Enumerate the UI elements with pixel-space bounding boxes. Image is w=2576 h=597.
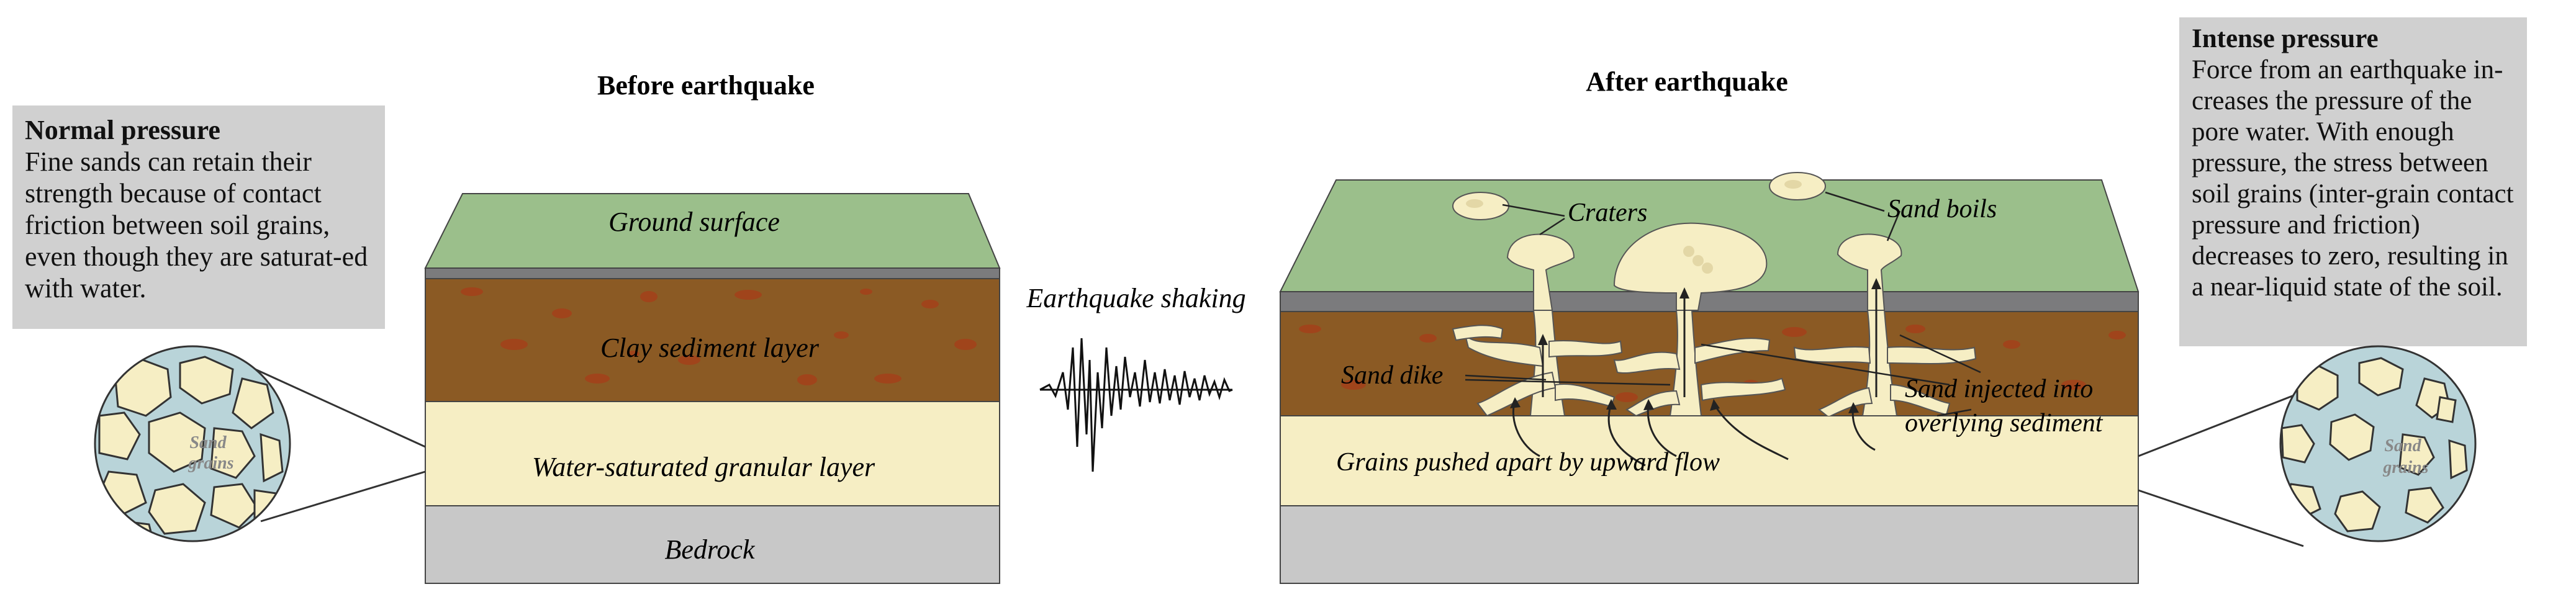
bedrock-label: Bedrock xyxy=(665,534,756,565)
sand-dikes xyxy=(1452,310,1977,416)
normal-pressure-text: Fine sands can retain their strength bec… xyxy=(25,146,368,303)
intense-pressure-heading: Intense pressure xyxy=(2192,24,2379,53)
normal-pressure-heading: Normal pressure xyxy=(25,115,220,145)
crater-centres xyxy=(1466,180,1802,274)
after-grey-strip xyxy=(1280,291,2139,312)
granular-layer xyxy=(425,401,1000,506)
before-block: Ground surface Clay sediment layer Water… xyxy=(424,193,1001,584)
sand-grains-label-left-2: grains xyxy=(188,454,233,473)
sand-grains-zoom-left: Sand grains xyxy=(94,345,291,542)
zoom-line-right-bottom xyxy=(2138,489,2304,547)
leader-lines xyxy=(1465,191,1981,417)
sand-dike-label: Sand dike xyxy=(1341,361,1443,390)
intense-pressure-text: Force from an earthquake in-creases the … xyxy=(2192,55,2514,302)
sand-grains-label-left-1: Sand xyxy=(189,433,227,452)
after-block: Craters Sand boils Sand dike Sand inject… xyxy=(1279,172,2140,584)
earthquake-shaking-label: Earthquake shaking xyxy=(1026,283,1245,313)
clay-layer-label: Clay sediment layer xyxy=(600,333,820,363)
sand-grains-zoom-right: Sand grains xyxy=(2279,345,2477,542)
sand-injected-label-2: overlying sediment xyxy=(1905,409,2104,438)
after-title: After earthquake xyxy=(1586,66,1787,97)
after-clay-spots xyxy=(1299,325,2126,402)
normal-pressure-box: Normal pressure Fine sands can retain th… xyxy=(12,105,385,329)
after-granular-layer xyxy=(1280,415,2139,506)
granular-layer-label: Water-saturated granular layer xyxy=(532,452,875,482)
zoom-line-left-top xyxy=(248,365,426,448)
after-bedrock-layer xyxy=(1280,505,2139,584)
zoom-line-left-bottom xyxy=(260,470,426,523)
ground-surface-label: Ground surface xyxy=(608,207,780,237)
craters-label: Craters xyxy=(1568,199,1647,227)
sand-injected-label-1: Sand injected into xyxy=(1905,375,2093,403)
bedrock-layer xyxy=(425,505,1000,584)
zoom-line-right-top xyxy=(2138,393,2298,457)
sand-boils xyxy=(1452,172,1902,311)
clay-spots xyxy=(461,287,977,385)
before-title: Before earthquake xyxy=(597,70,815,101)
arrow-heads xyxy=(1510,278,1881,413)
sand-boils-label: Sand boils xyxy=(1887,195,1997,223)
sand-grains-label-right-1: Sand xyxy=(2384,436,2421,456)
sand-grains-label-right-2: grains xyxy=(2382,458,2428,477)
intense-pressure-box: Intense pressure Force from an earthquak… xyxy=(2179,17,2527,346)
grey-topsoil-strip xyxy=(425,267,1000,279)
grains-pushed-label: Grains pushed apart by upward flow xyxy=(1336,448,1720,477)
seismogram xyxy=(1039,338,1233,472)
